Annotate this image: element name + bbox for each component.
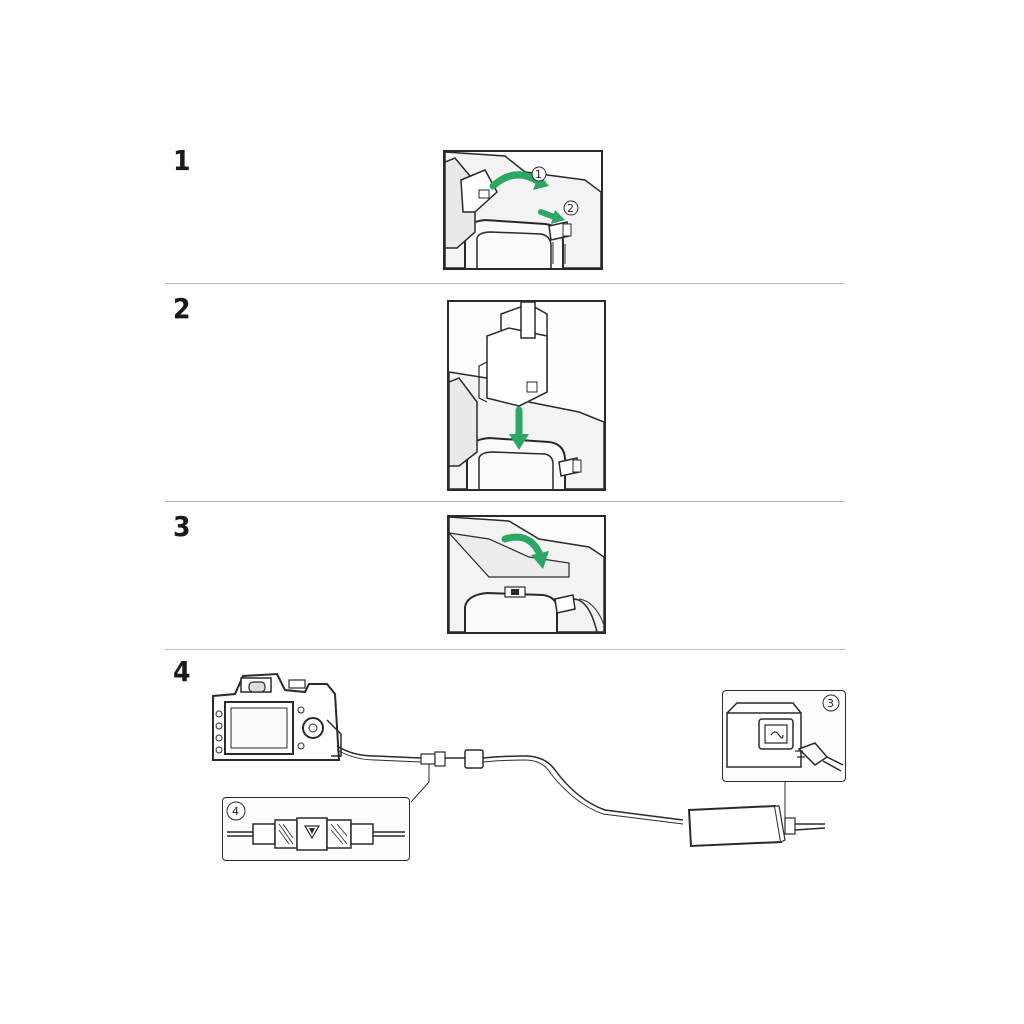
ac-adapter-icon (687, 804, 826, 848)
step-number-3: 3 (172, 510, 191, 543)
step-number-1: 1 (172, 144, 191, 177)
section-divider-1 (165, 283, 845, 284)
camera-icon (212, 672, 342, 761)
svg-text:1: 1 (535, 168, 542, 181)
inset-callout-3: 3 (827, 697, 834, 710)
step-number-2: 2 (172, 292, 191, 325)
svg-text:2: 2 (567, 202, 574, 215)
power-socket-inset: 3 (722, 690, 846, 782)
step-1-illustration: 1 2 (443, 150, 603, 270)
inset-callout-4: 4 (232, 805, 239, 818)
section-divider-2 (165, 501, 845, 502)
section-divider-3 (165, 649, 845, 650)
connector-detail-inset: 4 (222, 797, 410, 861)
step-3-illustration (447, 515, 606, 634)
step-4-illustration (205, 660, 855, 870)
step-number-4: 4 (172, 655, 191, 688)
step-2-illustration (447, 300, 606, 491)
